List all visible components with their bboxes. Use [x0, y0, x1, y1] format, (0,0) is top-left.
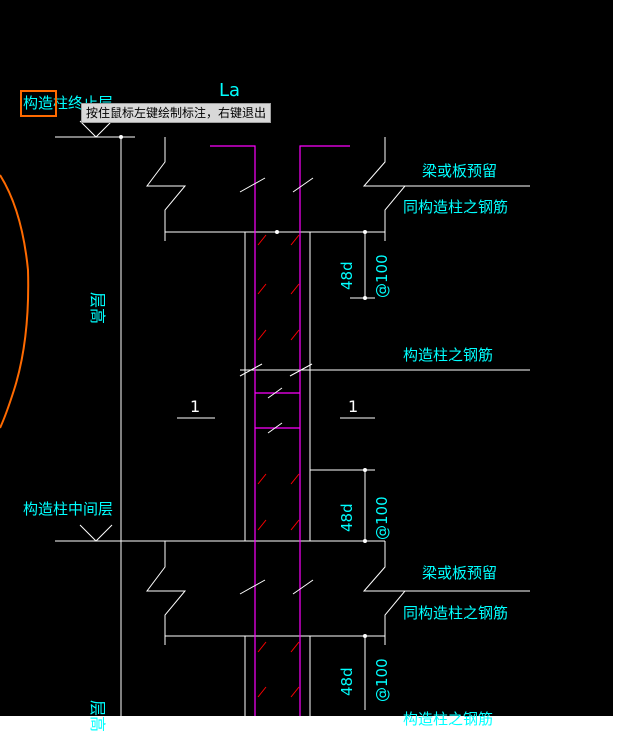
top-beam-left-break[interactable] — [146, 137, 187, 241]
stirrup-mark — [257, 329, 267, 341]
stirrup-mark — [290, 283, 300, 295]
rebar-slash — [267, 387, 283, 399]
beam-top-label[interactable]: 梁或板预留 — [422, 162, 497, 180]
rebar-slash — [292, 177, 314, 193]
section-right-label[interactable]: 1 — [348, 397, 358, 416]
dim2-text-b[interactable]: @100 — [373, 496, 391, 540]
rebar-left-hook[interactable] — [210, 145, 256, 716]
layer-height-label[interactable]: 层高 — [88, 292, 107, 324]
rebar-slash — [239, 579, 266, 595]
stirrup-mark — [290, 473, 300, 485]
stirrup-mark — [257, 283, 267, 295]
stirrup-mark — [257, 519, 267, 531]
orange-arc[interactable] — [0, 174, 30, 429]
rebar-right-hook[interactable] — [299, 145, 350, 716]
rebar-slash — [267, 422, 283, 434]
dim2-dot-top — [363, 468, 367, 472]
col-rebar-label[interactable]: 构造柱之钢筋 — [403, 346, 493, 364]
stirrup-mark — [257, 473, 267, 485]
stirrup-mark — [290, 686, 300, 698]
dim3-text-a[interactable]: 48d — [338, 667, 356, 696]
rebar-slash — [292, 579, 314, 595]
dim1-text-a[interactable]: 48d — [338, 261, 356, 290]
stirrup-mark — [257, 641, 267, 653]
dim3-dot-top — [363, 634, 367, 638]
col-rebar-bottom-label[interactable]: 构造柱之钢筋 — [403, 710, 493, 728]
dim3-text-b[interactable]: @100 — [373, 658, 391, 702]
col-mid-label[interactable]: 构造柱中间层 — [23, 500, 113, 518]
layer-height-label-bottom[interactable]: 层高 — [88, 700, 107, 732]
dim2-text-a[interactable]: 48d — [338, 503, 356, 532]
dim1-dot-bottom — [363, 296, 367, 300]
rebar-slash — [239, 177, 266, 193]
stirrup-mark — [290, 234, 300, 246]
selected-label-highlight — [20, 90, 57, 117]
top-level-dot — [119, 135, 123, 139]
la-label[interactable]: La — [219, 80, 240, 101]
lower-beam-right-break[interactable] — [362, 541, 407, 645]
top-beam-right-break[interactable] — [362, 137, 407, 241]
same-rebar-bottom-label[interactable]: 同构造柱之钢筋 — [403, 604, 508, 622]
column-dot — [275, 230, 279, 234]
mid-level-triangle — [79, 524, 113, 542]
top-level-triangle — [79, 120, 113, 138]
dim1-dot-top — [363, 230, 367, 234]
cursor-tooltip: 按住鼠标左键绘制标注，右键退出 — [81, 103, 272, 123]
stirrup-mark — [290, 641, 300, 653]
rebar-slash — [239, 363, 263, 377]
stirrup-mark — [257, 234, 267, 246]
rebar-slash — [289, 363, 313, 377]
canvas-right-edge — [613, 0, 618, 734]
section-left-label[interactable]: 1 — [190, 397, 200, 416]
stirrup-mark — [290, 519, 300, 531]
lower-beam-left-break[interactable] — [146, 541, 187, 645]
beam-bottom-label[interactable]: 梁或板预留 — [422, 564, 497, 582]
same-rebar-top-label[interactable]: 同构造柱之钢筋 — [403, 198, 508, 216]
stirrup-mark — [290, 329, 300, 341]
canvas-bottom-edge — [0, 716, 618, 734]
dim1-text-b[interactable]: @100 — [373, 254, 391, 298]
stirrup-mark — [257, 686, 267, 698]
dim2-dot-bottom — [363, 539, 367, 543]
